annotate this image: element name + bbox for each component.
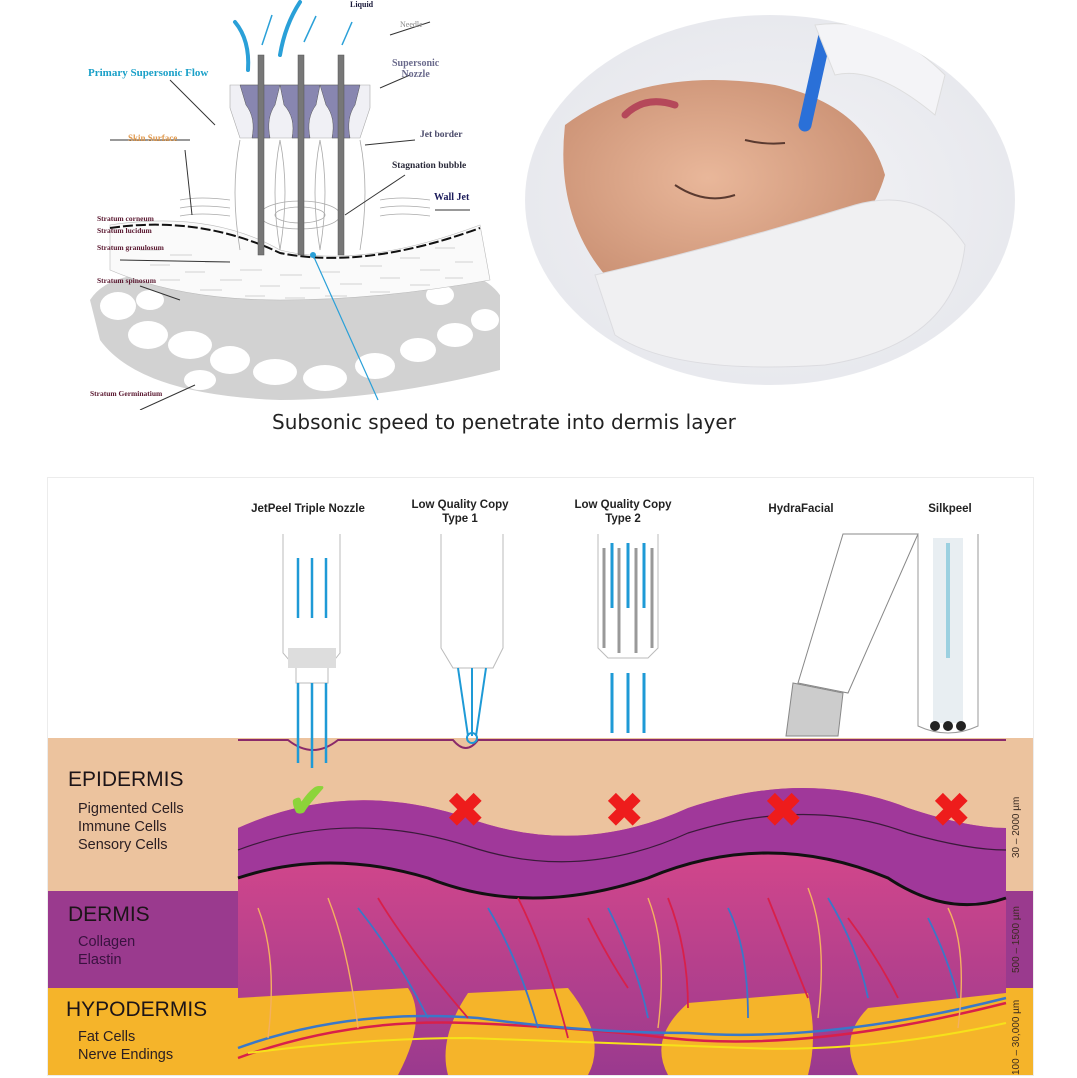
cross-icon: ✖ <box>605 784 644 836</box>
silkpeel-device <box>917 534 979 734</box>
depth-hypodermis: 100 – 30,000 µm <box>1011 999 1022 1075</box>
label-skin-surface: Skin Surface <box>128 133 178 143</box>
copy-type1-device <box>440 534 504 744</box>
epidermis-band <box>48 738 238 891</box>
label-jet-border: Jet border <box>420 130 463 140</box>
label-wall-jet: Wall Jet <box>434 192 470 203</box>
dermis-band <box>48 891 238 988</box>
depth-dermis: 500 – 1500 µm <box>1011 906 1022 973</box>
cross-icon: ✖ <box>764 784 803 836</box>
label-stratum-germinatium: Stratum Germinatium <box>90 389 163 398</box>
diagram-caption: Subsonic speed to penetrate into dermis … <box>272 410 736 434</box>
cross-icon: ✖ <box>932 784 971 836</box>
device-title-hydrafacial: HydraFacial <box>768 503 834 515</box>
devices-illustration <box>282 533 979 768</box>
supersonic-flow-diagram: Liquid Needle Primary Supersonic Flow Su… <box>80 0 510 411</box>
cross-icon: ✖ <box>446 784 485 836</box>
label-stratum-granulosum: Stratum granulosum <box>97 243 164 252</box>
skin-cross-section <box>48 738 1033 1075</box>
label-stratum-lucidum: Stratum lucidum <box>97 226 152 235</box>
face-illustration <box>563 23 966 368</box>
treatment-photo <box>525 15 1015 385</box>
copy-type2-device <box>597 534 659 733</box>
label-stratum-spinosum: Stratum spinosum <box>97 276 156 285</box>
label-primary-flow: Primary Supersonic Flow <box>88 67 209 79</box>
check-icon: ✔ <box>288 775 329 828</box>
label-needle: Needle <box>400 20 423 29</box>
device-title-silkpeel: Silkpeel <box>928 503 972 515</box>
device-title-jetpeel: JetPeel Triple Nozzle <box>251 503 365 515</box>
jetpeel-device <box>282 534 341 768</box>
label-stagnation-bubble: Stagnation bubble <box>392 161 467 171</box>
nozzle-skin-illustration <box>90 0 510 411</box>
hydrafacial-device <box>785 533 919 737</box>
depth-epidermis: 30 – 2000 µm <box>1011 796 1022 858</box>
label-liquid: Liquid <box>350 0 374 9</box>
label-stratum-corneum: Stratum corneum <box>97 214 154 223</box>
hypodermis-band <box>48 988 238 1075</box>
